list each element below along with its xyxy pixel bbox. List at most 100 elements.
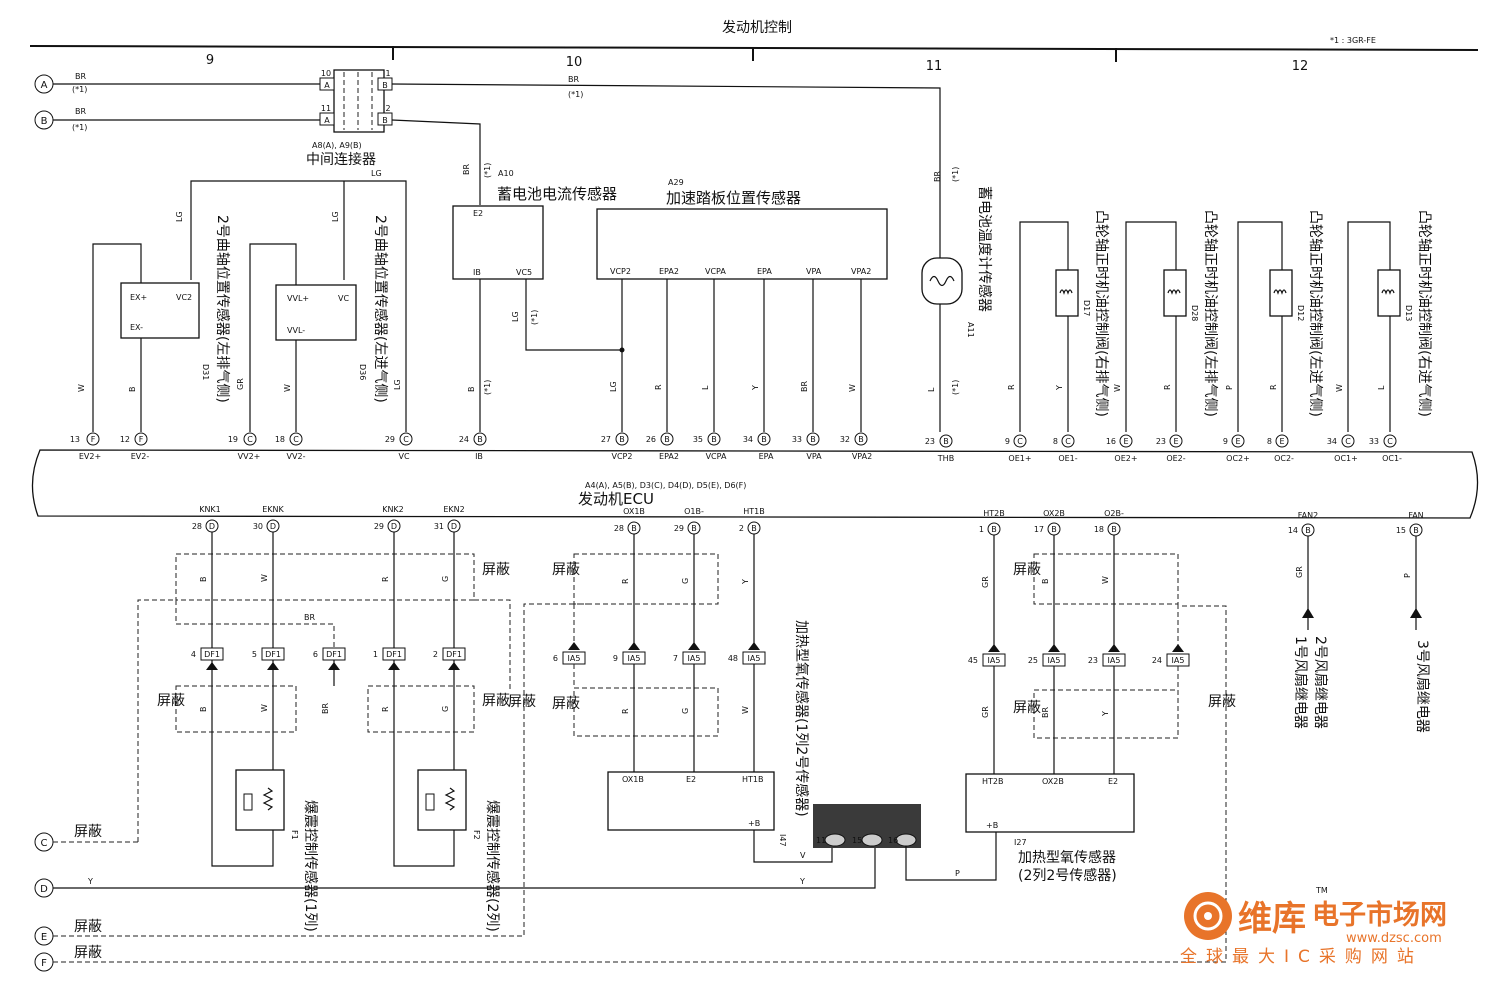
battery-current-sensor-a10: A10 蓄电池电流传感器 E2 IB VC5	[452, 169, 617, 280]
svg-text:L: L	[927, 387, 936, 392]
svg-text:W: W	[283, 384, 292, 392]
shield-box	[1033, 689, 1179, 739]
d17-name: 凸轮轴正时机油控制阀(右排气侧)	[1093, 210, 1109, 417]
svg-text:DF1: DF1	[204, 650, 220, 659]
svg-text:Y: Y	[1055, 385, 1064, 391]
grid-number: 10	[566, 55, 583, 70]
svg-text:G: G	[681, 578, 690, 584]
svg-text:A: A	[324, 116, 330, 125]
svg-text:W: W	[1101, 576, 1110, 584]
terminal-b: B	[34, 110, 54, 130]
svg-text:C: C	[1017, 437, 1023, 446]
svg-text:C: C	[41, 838, 48, 849]
svg-text:B: B	[199, 577, 208, 583]
svg-text:W: W	[741, 706, 750, 714]
shield-label: 屏蔽	[74, 945, 102, 961]
svg-text:19: 19	[228, 435, 238, 444]
svg-text:(*1): (*1)	[951, 167, 960, 182]
svg-text:VPA: VPA	[806, 267, 822, 276]
svg-text:D13: D13	[1404, 305, 1413, 321]
svg-text:OC2+: OC2+	[1226, 454, 1250, 463]
svg-text:IA5: IA5	[748, 654, 761, 663]
svg-text:6: 6	[553, 654, 558, 663]
svg-text:IB: IB	[473, 268, 481, 277]
i47-name: 加热型氧传感器(1列2号传感器)	[793, 620, 810, 817]
fan-relay-3: 3号风扇继电器	[1414, 640, 1430, 733]
svg-text:29: 29	[374, 522, 384, 531]
svg-text:B: B	[41, 116, 48, 127]
svg-text:W: W	[260, 704, 269, 712]
svg-text:Y: Y	[87, 877, 93, 886]
shield-label: 屏蔽	[482, 562, 510, 578]
svg-text:E2: E2	[686, 775, 696, 784]
svg-text:1: 1	[385, 69, 390, 78]
svg-text:GR: GR	[236, 378, 245, 390]
svg-text:B: B	[711, 435, 717, 444]
svg-text:R: R	[654, 384, 663, 390]
svg-text:VC: VC	[398, 452, 409, 461]
svg-text:R: R	[1269, 384, 1278, 390]
knock-sensor-f1: F1 爆震控制传感器(1列)	[211, 686, 319, 932]
svg-text:8: 8	[1053, 437, 1058, 446]
svg-text:+B: +B	[986, 821, 998, 830]
shield-box	[175, 553, 475, 601]
a11-name: 蓄电池温度计传感器	[976, 186, 993, 312]
svg-text:F2: F2	[472, 830, 481, 840]
svg-text:HT2B: HT2B	[982, 777, 1003, 786]
svg-text:VC5: VC5	[516, 268, 532, 277]
f2-name: 爆震控制传感器(2列)	[484, 800, 501, 932]
svg-text:BR: BR	[1041, 707, 1050, 718]
svg-text:29: 29	[385, 435, 395, 444]
svg-text:8: 8	[1267, 437, 1272, 446]
svg-text:LG: LG	[175, 211, 184, 222]
svg-text:GR: GR	[981, 576, 990, 588]
svg-text:(*1): (*1)	[483, 163, 492, 178]
svg-text:25: 25	[1028, 656, 1038, 665]
d31-name: 2号曲轴位置传感器(左排气侧)	[214, 215, 231, 403]
svg-text:LG: LG	[609, 381, 618, 392]
svg-text:23: 23	[925, 437, 935, 446]
svg-text:DF1: DF1	[446, 650, 462, 659]
shield-box	[175, 685, 297, 733]
svg-text:(*1): (*1)	[951, 380, 960, 395]
watermark-url: www.dzsc.com	[1346, 931, 1442, 946]
svg-text:35: 35	[693, 435, 703, 444]
svg-text:IA5: IA5	[568, 654, 581, 663]
svg-text:23: 23	[1156, 437, 1166, 446]
svg-text:W: W	[1113, 384, 1122, 392]
svg-text:IB: IB	[475, 452, 483, 461]
svg-text:OC2-: OC2-	[1274, 454, 1294, 463]
svg-text:IA5: IA5	[1048, 656, 1061, 665]
svg-text:D: D	[40, 884, 48, 895]
svg-text:D: D	[451, 522, 457, 531]
svg-text:GR: GR	[1295, 566, 1304, 578]
watermark: 维库 电子市场网 TM www.dzsc.com 全球最大IC采购网站	[1180, 886, 1447, 967]
svg-text:VV2-: VV2-	[287, 452, 306, 461]
svg-text:23: 23	[1088, 656, 1098, 665]
shield-label: 屏蔽	[552, 696, 580, 712]
svg-text:(*1): (*1)	[483, 380, 492, 395]
svg-text:EPA: EPA	[759, 452, 774, 461]
grid-number: 11	[926, 59, 943, 74]
svg-text:W: W	[848, 384, 857, 392]
grid-number: 9	[206, 53, 214, 68]
junction-block: 11 15 16	[813, 804, 921, 848]
f1-name: 爆震控制传感器(1列)	[302, 800, 319, 932]
svg-text:BR: BR	[75, 107, 86, 116]
svg-text:D17: D17	[1082, 300, 1091, 316]
svg-text:BR: BR	[933, 171, 942, 182]
crank-sensor-d31: EX+ VC2 EX- D31 2号曲轴位置传感器(左排气侧)	[120, 215, 231, 403]
svg-text:EPA: EPA	[757, 267, 772, 276]
